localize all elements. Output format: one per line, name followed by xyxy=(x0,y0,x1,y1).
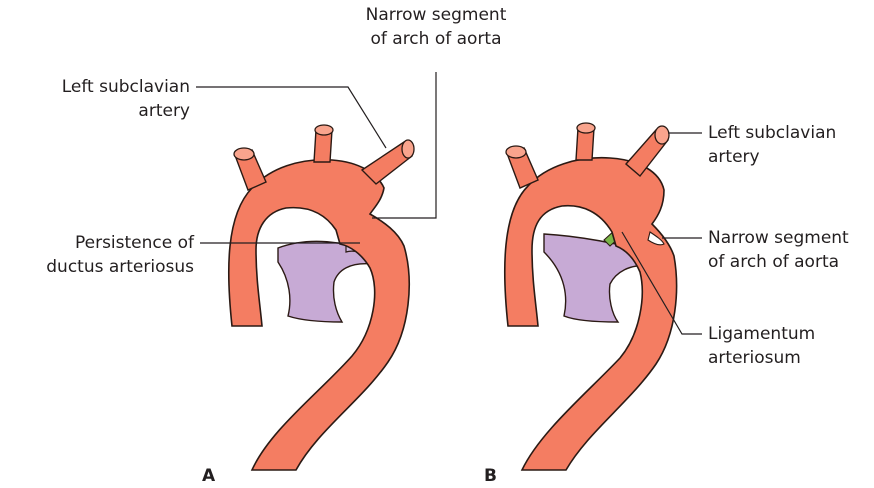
leader-left-subclavian-a xyxy=(196,87,386,148)
label-line: artery xyxy=(28,99,190,123)
label-line: Persistence of xyxy=(20,231,194,255)
label-ligamentum-b: Ligamentum arteriosum xyxy=(708,322,815,370)
panel-a-drawing xyxy=(196,72,436,470)
panel-letter-b: B xyxy=(484,466,497,486)
label-line: Narrow segment xyxy=(708,226,849,250)
label-line: ductus arteriosus xyxy=(20,255,194,279)
label-line: artery xyxy=(708,145,836,169)
panel-b-drawing xyxy=(505,123,702,470)
panel-letter-a: A xyxy=(202,466,215,486)
label-left-subclavian-b: Left subclavian artery xyxy=(708,121,836,169)
label-line: Left subclavian xyxy=(708,121,836,145)
label-line: arteriosum xyxy=(708,346,815,370)
label-line: of arch of aorta xyxy=(708,250,849,274)
label-line: Narrow segment xyxy=(346,3,526,27)
label-line: Ligamentum xyxy=(708,322,815,346)
label-narrow-segment-b: Narrow segment of arch of aorta xyxy=(708,226,849,274)
label-left-subclavian-a: Left subclavian artery xyxy=(28,75,190,123)
label-line: of arch of aorta xyxy=(346,27,526,51)
label-ductus-a: Persistence of ductus arteriosus xyxy=(20,231,194,279)
label-line: Left subclavian xyxy=(28,75,190,99)
label-narrow-segment-a: Narrow segment of arch of aorta xyxy=(346,3,526,51)
